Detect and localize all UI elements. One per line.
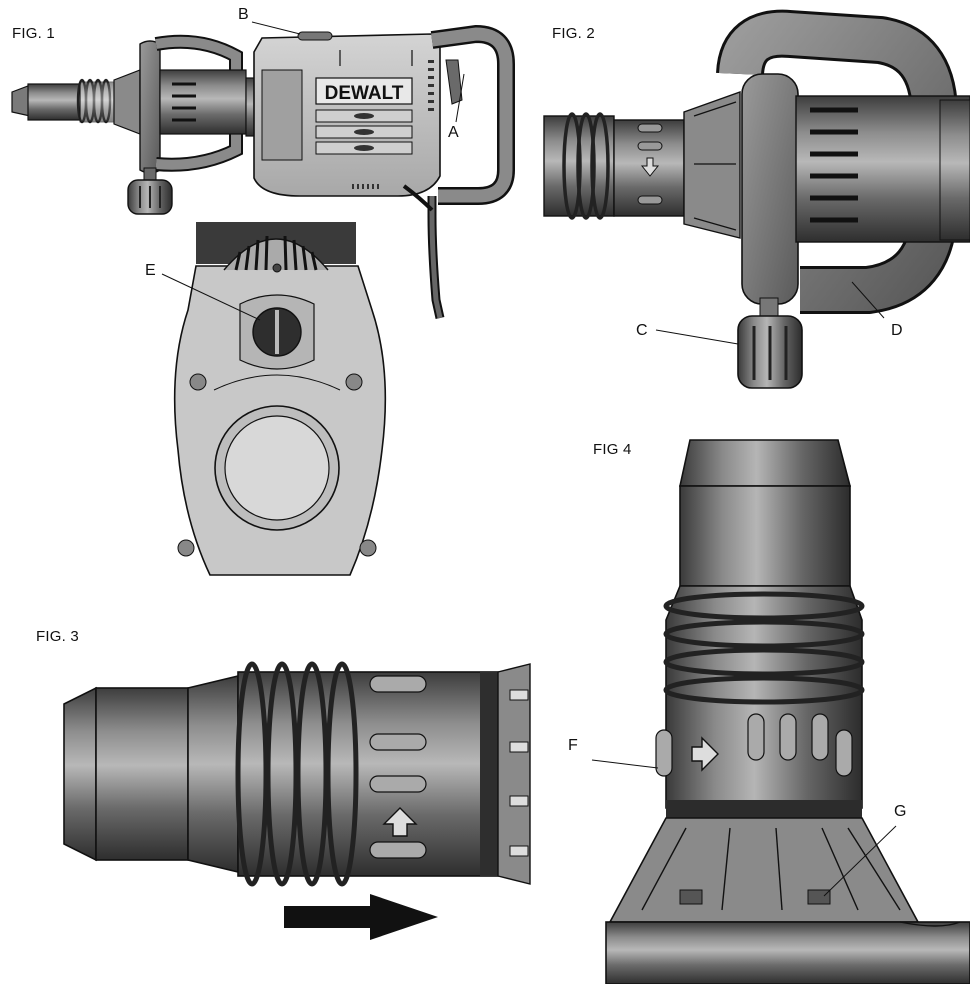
leader-line-d — [851, 281, 885, 319]
brand-logo-text: DEWALT — [325, 83, 404, 104]
callout-label-g: G — [894, 803, 907, 820]
fig4-vertical-chuck-view — [591, 439, 970, 984]
arrow-marker-icon — [382, 807, 418, 837]
callout-label-d: D — [891, 322, 903, 339]
leader-line-f — [591, 759, 659, 769]
leader-line-b — [251, 21, 301, 35]
leader-line-e — [161, 273, 261, 321]
fig1-tool-side-view: DEWALT — [11, 21, 515, 319]
callout-label-b: B — [238, 6, 249, 23]
fig2-title: FIG. 2 — [552, 25, 595, 42]
arrow-marker-icon — [640, 157, 660, 177]
arrow-marker-icon — [691, 736, 719, 772]
leader-line-a — [455, 73, 465, 123]
fig3-title: FIG. 3 — [36, 628, 79, 645]
fig4-title: FIG 4 — [593, 441, 632, 458]
fig1-title: FIG. 1 — [12, 25, 55, 42]
fig1-housing-top-view — [161, 222, 387, 576]
callout-label-e: E — [145, 262, 156, 279]
leader-line-g — [823, 825, 897, 897]
arrow-right-icon — [284, 894, 438, 940]
callout-label-a: A — [448, 124, 459, 141]
callout-label-c: C — [636, 322, 648, 339]
fig2-front-handle-view — [543, 9, 970, 389]
fig3-chuck-sleeve-view — [63, 661, 531, 940]
callout-label-f: F — [568, 737, 578, 754]
leader-line-c — [655, 329, 739, 345]
